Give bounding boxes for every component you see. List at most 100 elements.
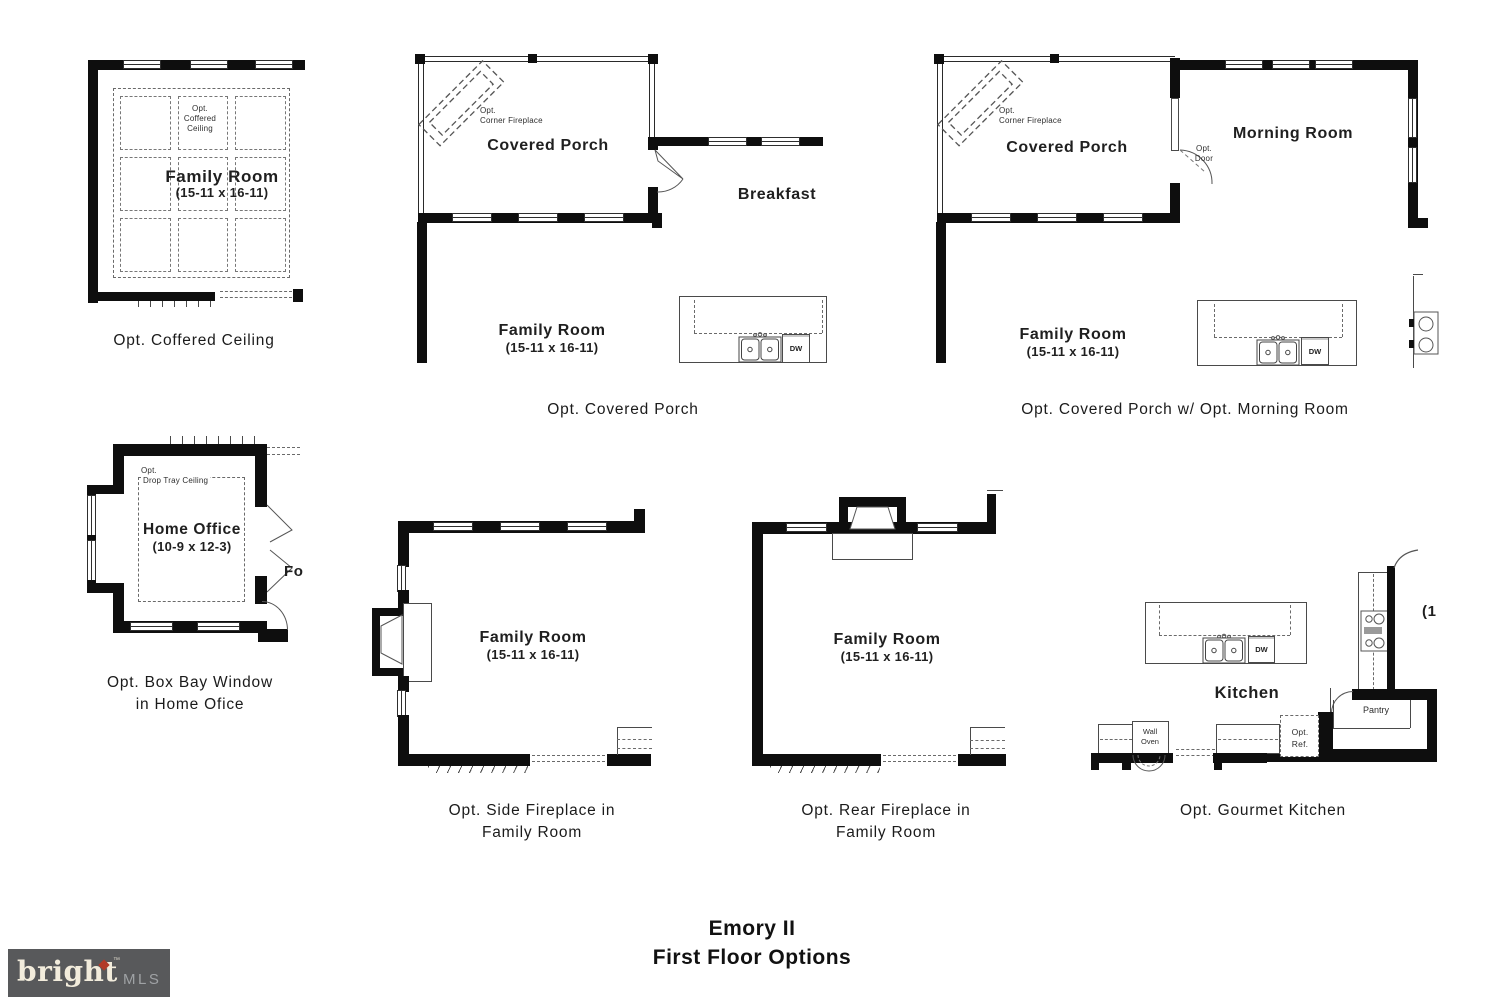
coffer-cell <box>177 96 229 150</box>
fireplace-note: Corner Fireplace <box>999 116 1062 125</box>
closet-shelf <box>617 748 652 749</box>
window <box>197 622 240 631</box>
window <box>786 523 827 532</box>
hatch-marks <box>428 766 528 773</box>
window <box>518 213 558 222</box>
window <box>255 60 293 69</box>
window <box>971 213 1011 222</box>
pantry-label: Pantry <box>1362 705 1390 715</box>
fireplace-wall <box>839 497 906 507</box>
coffer-cell <box>235 218 286 272</box>
room-dims: (15-11 x 16-11) <box>175 185 269 200</box>
foyer-label: Fo <box>284 563 304 580</box>
dashed-opening <box>220 297 292 298</box>
dishwasher: DW <box>782 334 810 363</box>
wall <box>255 444 267 507</box>
logo-trademark: ™ <box>113 957 120 964</box>
room-dims: (10-9 x 12-3) <box>152 539 232 554</box>
closet-shelf <box>617 739 652 740</box>
door-swing <box>1179 149 1213 185</box>
wall <box>113 593 124 633</box>
closet-line <box>617 727 618 755</box>
dashed-opening <box>220 291 292 292</box>
wall <box>1170 183 1180 223</box>
window <box>1272 60 1310 69</box>
wall <box>398 715 409 766</box>
dashed-line <box>267 447 300 448</box>
hatch-marks <box>770 766 880 773</box>
window <box>917 523 958 532</box>
door-swing <box>1331 691 1353 713</box>
wall-oven-label: Wall <box>1142 727 1158 736</box>
ceiling-note: Drop Tray Ceiling <box>141 476 211 485</box>
bright-mls-logo: bright ™ MLS <box>8 949 170 997</box>
room-label: Family Room <box>498 322 606 339</box>
ceiling-note: Ceiling <box>187 124 213 133</box>
wall <box>652 213 662 228</box>
room-dims: (15-11 x 16-11) <box>486 647 580 662</box>
wall <box>648 137 658 150</box>
counter-dash <box>1218 739 1278 740</box>
dishwasher: DW <box>1248 636 1275 663</box>
wall <box>634 509 645 533</box>
wall <box>1352 689 1437 700</box>
corner-fireplace <box>417 59 505 147</box>
porch-post <box>415 54 425 64</box>
window <box>190 60 228 69</box>
corner-fireplace <box>936 59 1024 147</box>
fireplace-wall <box>839 497 848 534</box>
pantry-line <box>1333 700 1334 728</box>
window <box>1225 60 1263 69</box>
coffered-ceiling-grid <box>120 96 286 272</box>
wall <box>1170 58 1180 98</box>
double-sink <box>738 332 782 363</box>
porch-wall <box>937 56 943 216</box>
plan-caption: Opt. Covered Porch w/ Opt. Morning Room <box>1021 401 1349 418</box>
dashed-opening <box>532 755 605 756</box>
window <box>433 522 473 531</box>
fireplace-wall <box>372 668 409 676</box>
wall <box>293 289 303 302</box>
window <box>123 60 161 69</box>
coffer-cell <box>235 96 286 150</box>
window <box>1408 147 1417 183</box>
window <box>1103 213 1143 222</box>
closet-line <box>970 727 971 755</box>
wall-curve <box>1393 549 1419 569</box>
window <box>397 565 406 592</box>
counter-dash <box>1159 605 1160 635</box>
ceiling-note: Opt. <box>192 104 208 113</box>
partial-dims: (1 <box>1422 603 1437 620</box>
room-label: Covered Porch <box>487 137 609 154</box>
sheet-title: Emory II <box>708 917 796 940</box>
coffer-cell <box>177 157 229 211</box>
pantry-line <box>1333 728 1410 729</box>
room-label: Covered Porch <box>1006 139 1128 156</box>
vent-scallop <box>1132 754 1166 772</box>
firebox <box>380 614 403 665</box>
door-note: Opt. <box>1196 144 1212 153</box>
wall-line <box>987 490 1003 491</box>
logo-brand-text: bright <box>17 955 118 988</box>
wall <box>88 60 98 303</box>
wall-oven <box>1132 721 1169 756</box>
dashed-line <box>1176 755 1215 756</box>
plan-caption: Family Room <box>481 824 583 841</box>
coffered-ceiling-outline <box>113 88 290 278</box>
firebox <box>849 506 896 530</box>
window <box>1037 213 1077 222</box>
fireplace-wall <box>372 608 409 616</box>
dashed-opening <box>883 761 956 762</box>
ref-note: Ref. <box>1291 739 1309 749</box>
dashed-opening <box>532 761 605 762</box>
window <box>1408 98 1417 138</box>
porch-post <box>934 54 944 64</box>
room-label: Morning Room <box>1232 125 1354 142</box>
porch-post <box>648 54 658 64</box>
room-dims: (15-11 x 16-11) <box>840 649 934 664</box>
dashed-opening <box>883 755 956 756</box>
counter-dash <box>1342 304 1343 337</box>
wall <box>398 590 409 610</box>
counter-dash <box>1214 304 1215 337</box>
plan-caption: Opt. Box Bay Window <box>107 674 273 691</box>
